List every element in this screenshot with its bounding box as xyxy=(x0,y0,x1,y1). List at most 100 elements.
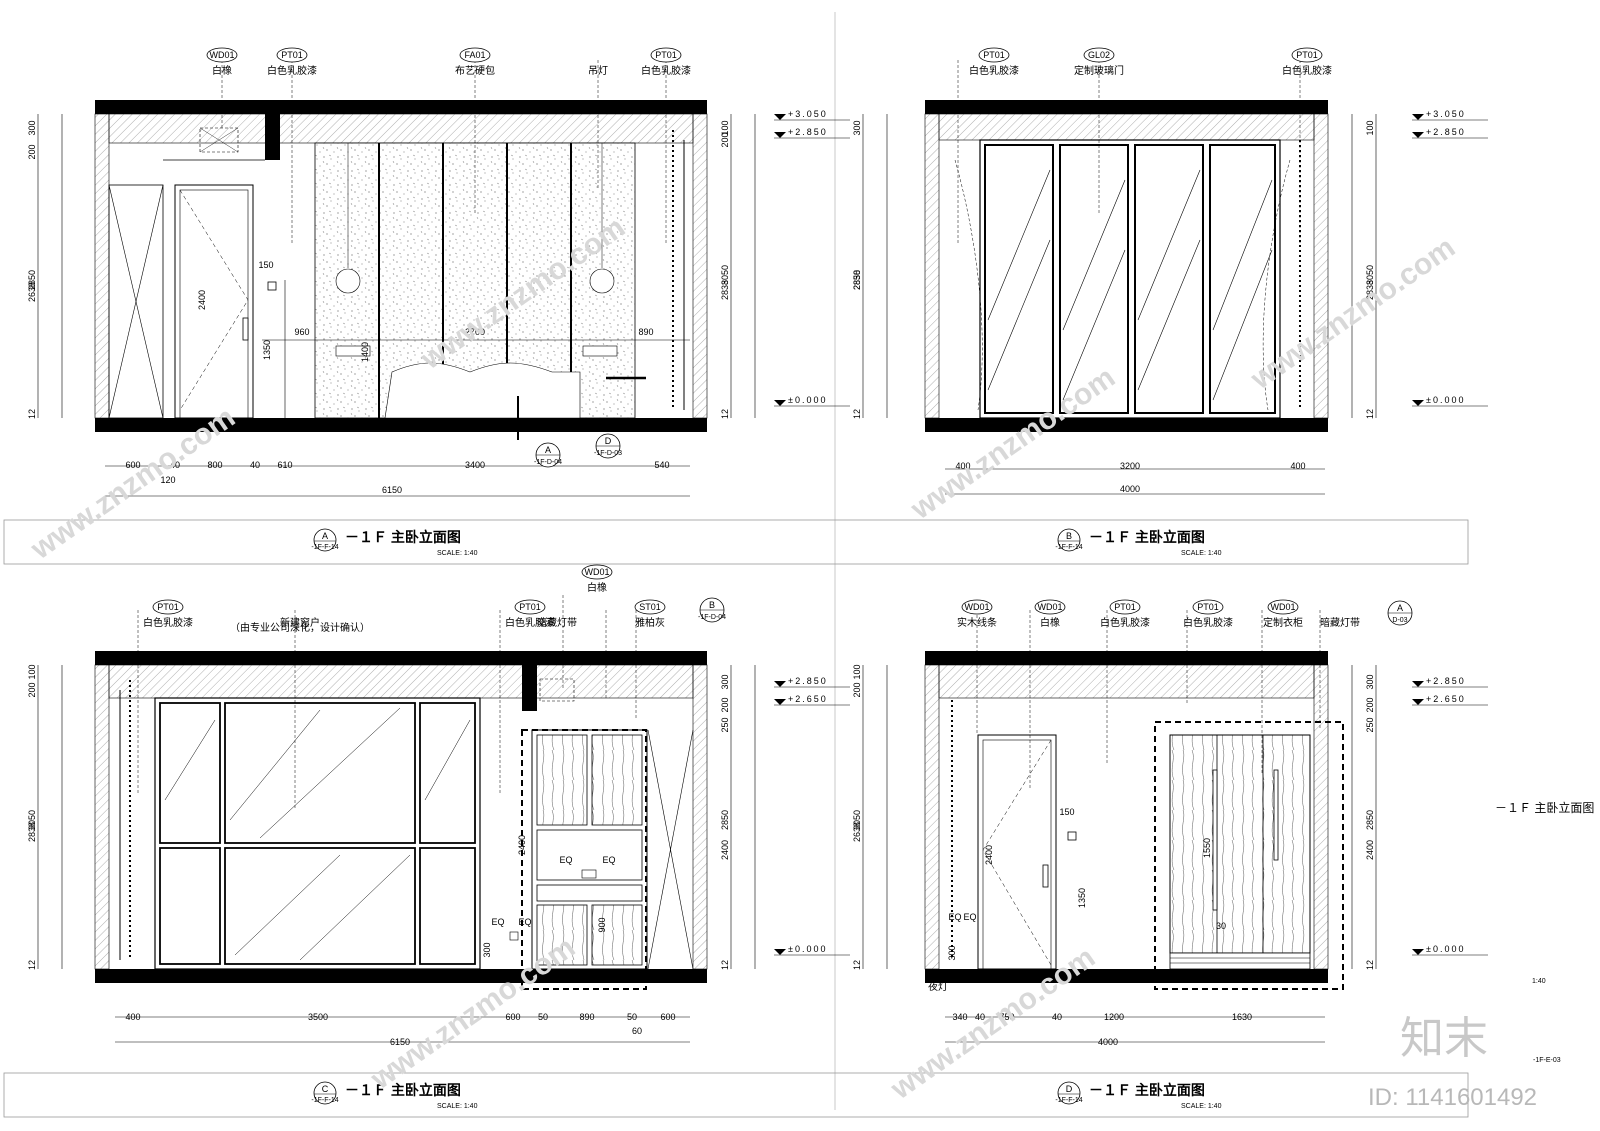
panel-c-total: 6150 xyxy=(390,1037,410,1047)
panel-c-title-badge: C xyxy=(322,1084,329,1094)
watermark-id: ID: 1141601492 xyxy=(1368,1084,1537,1111)
panel-d-left-dim-0: 100 xyxy=(852,664,862,679)
panel-d-total: 4000 xyxy=(1098,1037,1118,1047)
panel-d-level-0: +2.850 xyxy=(1412,676,1488,688)
panel-a-callout-1: D-1F-D-03 xyxy=(594,433,622,459)
panel-a-callout-0-ref: -1F-D-04 xyxy=(534,459,562,466)
panel-a-bottom-dim-5: 3400 xyxy=(465,460,485,470)
panel-d-level-1-text: +2.650 xyxy=(1426,694,1466,704)
panel-a-tag-3-text: 吊灯 xyxy=(588,65,608,77)
panel-b-level-1-text: +2.850 xyxy=(1426,127,1466,137)
panel-a-level-2-text: ±0.000 xyxy=(788,395,827,405)
panel-b-tag-2-code: PT01 xyxy=(1296,50,1318,60)
panel-b-level-2: ±0.000 xyxy=(1412,395,1488,407)
panel-a-inner-dim-0: 150 xyxy=(258,260,273,270)
panel-d-night-light: 夜灯 xyxy=(928,980,948,993)
panel-b-left-dim-0: 300 xyxy=(852,120,862,135)
panel-d-title-ref: -1F-F-14 xyxy=(1055,1097,1082,1104)
panel-d-tag-2-text: 白色乳胶漆 xyxy=(1100,616,1150,629)
elevation-panel-d xyxy=(862,610,1377,1043)
panel-d-tag-1-text: 白橡 xyxy=(1040,616,1060,629)
panel-d-tag-4-text: 定制衣柜 xyxy=(1263,616,1303,629)
panel-c-left-dim-0: 100 xyxy=(27,664,37,679)
panel-d-bottom-dim-5: 1630 xyxy=(1232,1012,1252,1022)
panel-c-tag-5-code: ST01 xyxy=(639,602,661,612)
panel-d-title-badge: D xyxy=(1066,1084,1073,1094)
sheet-grid xyxy=(3,12,1469,1118)
panel-d-inner-dim-7: 30 xyxy=(1216,921,1226,931)
panel-d-right-dim-5: 12 xyxy=(1365,960,1375,970)
panel-b-tag-0: PT01 白色乳胶漆 xyxy=(969,47,1019,77)
panel-c-tag-0-text: 白色乳胶漆 xyxy=(143,616,193,629)
panel-d-inner-dim-6: 300 xyxy=(947,945,957,960)
panel-d-right-dim-1: 200 xyxy=(1365,697,1375,712)
panel-b-level-0-text: +3.050 xyxy=(1426,109,1466,119)
panel-a-tag-1-code: PT01 xyxy=(281,50,303,60)
panel-b-right-dim-2: 3050 xyxy=(1365,265,1375,285)
panel-b-right-dim-1: 2838 xyxy=(1365,280,1375,300)
panel-c-tag-1-text: 新建窗户 xyxy=(280,616,320,629)
panel-b-bottom-dim-0: 400 xyxy=(955,461,970,471)
panel-a-tag-1-text: 白色乳胶漆 xyxy=(267,64,317,77)
panel-a-level-0-text: +3.050 xyxy=(788,109,828,119)
panel-b-left-dim-2: 2838 xyxy=(852,270,862,290)
panel-d-title-scale: SCALE: 1:40 xyxy=(1181,1103,1222,1110)
panel-c-inner-dim-1: EQ xyxy=(559,855,572,865)
panel-a-title-ref: -1F-F-14 xyxy=(311,544,338,551)
panel-a-title-title: －１Ｆ 主卧立面图 xyxy=(345,529,461,545)
panel-a-level-0: +3.050 xyxy=(774,109,850,121)
panel-b-bottom-dim-1: 3200 xyxy=(1120,461,1140,471)
panel-a-tag-0-code: WD01 xyxy=(209,50,234,60)
panel-c-tag-4-text: 暗藏灯带 xyxy=(537,616,577,629)
panel-c-tag-2-code: PT01 xyxy=(519,602,541,612)
panel-b-level-1: +2.850 xyxy=(1412,127,1488,139)
panel-a-level-1-text: +2.850 xyxy=(788,127,828,137)
panel-d-inner-dim-0: 150 xyxy=(1059,807,1074,817)
panel-a-tag-4-code: PT01 xyxy=(655,50,677,60)
panel-d-level-1: +2.650 xyxy=(1412,694,1488,706)
panel-b-right-dim-0: 100 xyxy=(1365,120,1375,135)
panel-a-right-dim-4: 12 xyxy=(720,409,730,419)
panel-c-level-0: +2.850 xyxy=(774,676,850,688)
panel-b-tag-1-text: 定制玻璃门 xyxy=(1074,64,1124,77)
panel-a-left-dim-4: 12 xyxy=(27,409,37,419)
panel-d-bottom-dim-4: 1200 xyxy=(1104,1012,1124,1022)
panel-a-left-dim-3: 2638 xyxy=(27,282,37,302)
panel-d-tag-1-code: WD01 xyxy=(1037,602,1062,612)
panel-c-left-dim-1: 200 xyxy=(27,682,37,697)
panel-c-bottom-dim-6: 600 xyxy=(660,1012,675,1022)
panel-a-tag-0-text: 白橡 xyxy=(212,64,232,77)
panel-c-tag-0-code: PT01 xyxy=(157,602,179,612)
panel-b-tag-0-code: PT01 xyxy=(983,50,1005,60)
panel-d-bottom-dim-0: 340 xyxy=(952,1012,967,1022)
panel-c-bottom-dim-1: 3500 xyxy=(308,1012,328,1022)
panel-d-right-dim-2: 250 xyxy=(1365,717,1375,732)
panel-d-right-dim-0: 300 xyxy=(1365,674,1375,689)
panel-a-bottom-dim-1: 40 xyxy=(170,460,180,470)
panel-d-right-dim-4: 2850 xyxy=(1365,810,1375,830)
panel-d-inner-dim-2: 1350 xyxy=(1077,888,1087,908)
elevation-panel-b xyxy=(862,60,1377,495)
panel-c-right-dim-3: 2400 xyxy=(720,840,730,860)
panel-a-tag-1: PT01 白色乳胶漆 xyxy=(267,47,317,77)
panel-a-level-2: ±0.000 xyxy=(774,395,850,407)
panel-d-bottom-dim-3: 40 xyxy=(1052,1012,1062,1022)
panel-a-right-dim-2: 2838 xyxy=(720,280,730,300)
panel-a-left-dim-1: 200 xyxy=(27,144,37,159)
panel-d-callout: AD-03 xyxy=(1387,600,1413,626)
panel-b-tag-0-text: 白色乳胶漆 xyxy=(969,64,1019,77)
panel-d-level-0-text: +2.850 xyxy=(1426,676,1466,686)
panel-a-inner-dim-6: 890 xyxy=(638,327,653,337)
panel-c-tag-0: PT01 白色乳胶漆 xyxy=(143,599,193,629)
panel-c-window-note: （由专业公司深化，设计确认） xyxy=(230,621,370,634)
panel-c-inner-dim-0: 2400 xyxy=(517,835,527,855)
